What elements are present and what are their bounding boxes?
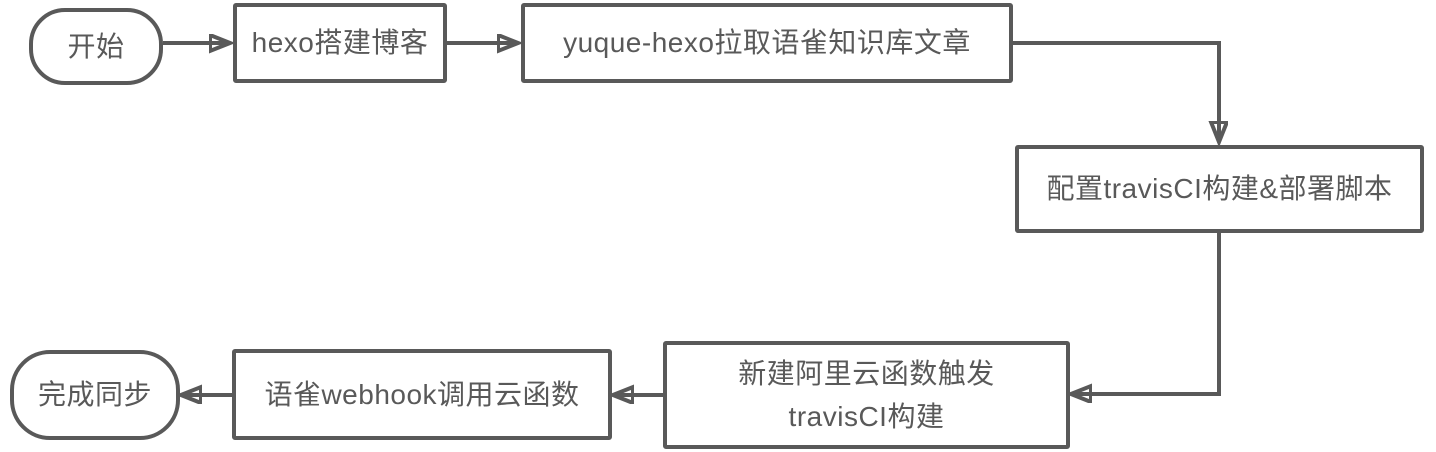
node-fc-trigger-line2: travisCI构建: [788, 401, 945, 432]
node-hexo-build-blog-label: hexo搭建博客: [251, 27, 429, 59]
node-yuque-hexo-pull: yuque-hexo拉取语雀知识库文章: [521, 3, 1013, 83]
node-start: 开始: [29, 8, 163, 85]
node-fc-trigger: 新建阿里云函数触发 travisCI构建: [663, 341, 1070, 449]
node-yuque-webhook: 语雀webhook调用云函数: [232, 349, 612, 440]
edge-yuque-to-travisconfig-arrow: [1013, 41, 1219, 141]
node-travis-config-label: 配置travisCI构建&部署脚本: [1046, 173, 1393, 205]
node-travis-config: 配置travisCI构建&部署脚本: [1015, 145, 1424, 233]
node-yuque-webhook-label: 语雀webhook调用云函数: [264, 378, 580, 410]
node-done: 完成同步: [10, 350, 180, 440]
edge-travisconfig-to-fctrigger-arrow: [1072, 233, 1221, 394]
node-fc-trigger-line1: 新建阿里云函数触发: [738, 357, 995, 389]
node-yuque-hexo-pull-label: yuque-hexo拉取语雀知识库文章: [563, 27, 971, 59]
node-hexo-build-blog: hexo搭建博客: [233, 3, 447, 83]
node-start-label: 开始: [67, 30, 125, 62]
node-done-label: 完成同步: [37, 379, 152, 411]
